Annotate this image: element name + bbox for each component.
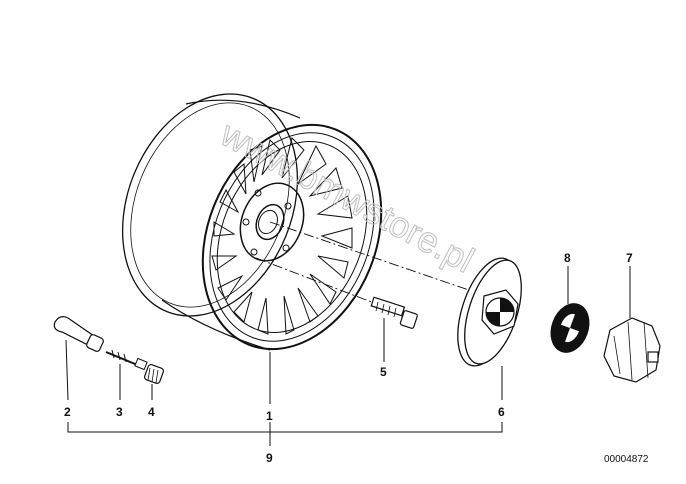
- callout-7: 7: [626, 251, 633, 265]
- callout-5: 5: [380, 365, 387, 379]
- callout-1: 1: [266, 409, 273, 423]
- callout-4: 4: [148, 405, 155, 419]
- callout-9: 9: [266, 451, 273, 465]
- callout-6: 6: [498, 405, 505, 419]
- assembly-axis-lines: [255, 221, 499, 307]
- callout-8: 8: [564, 251, 571, 265]
- document-number: 00004872: [604, 454, 649, 465]
- leader-lines: [65, 266, 631, 446]
- valve-stem-drawing: [53, 316, 104, 352]
- wheel-bolt-drawing: [370, 296, 418, 329]
- valve-core-drawing: [105, 349, 148, 371]
- lock-adapter-drawing: [603, 317, 661, 383]
- hub-cap-drawing: [457, 257, 522, 367]
- valve-cap-drawing: [143, 363, 165, 385]
- emblem-drawing: [550, 303, 590, 353]
- callout-3: 3: [116, 405, 123, 419]
- callout-2: 2: [64, 405, 71, 419]
- wheel-rim-drawing: [121, 93, 383, 351]
